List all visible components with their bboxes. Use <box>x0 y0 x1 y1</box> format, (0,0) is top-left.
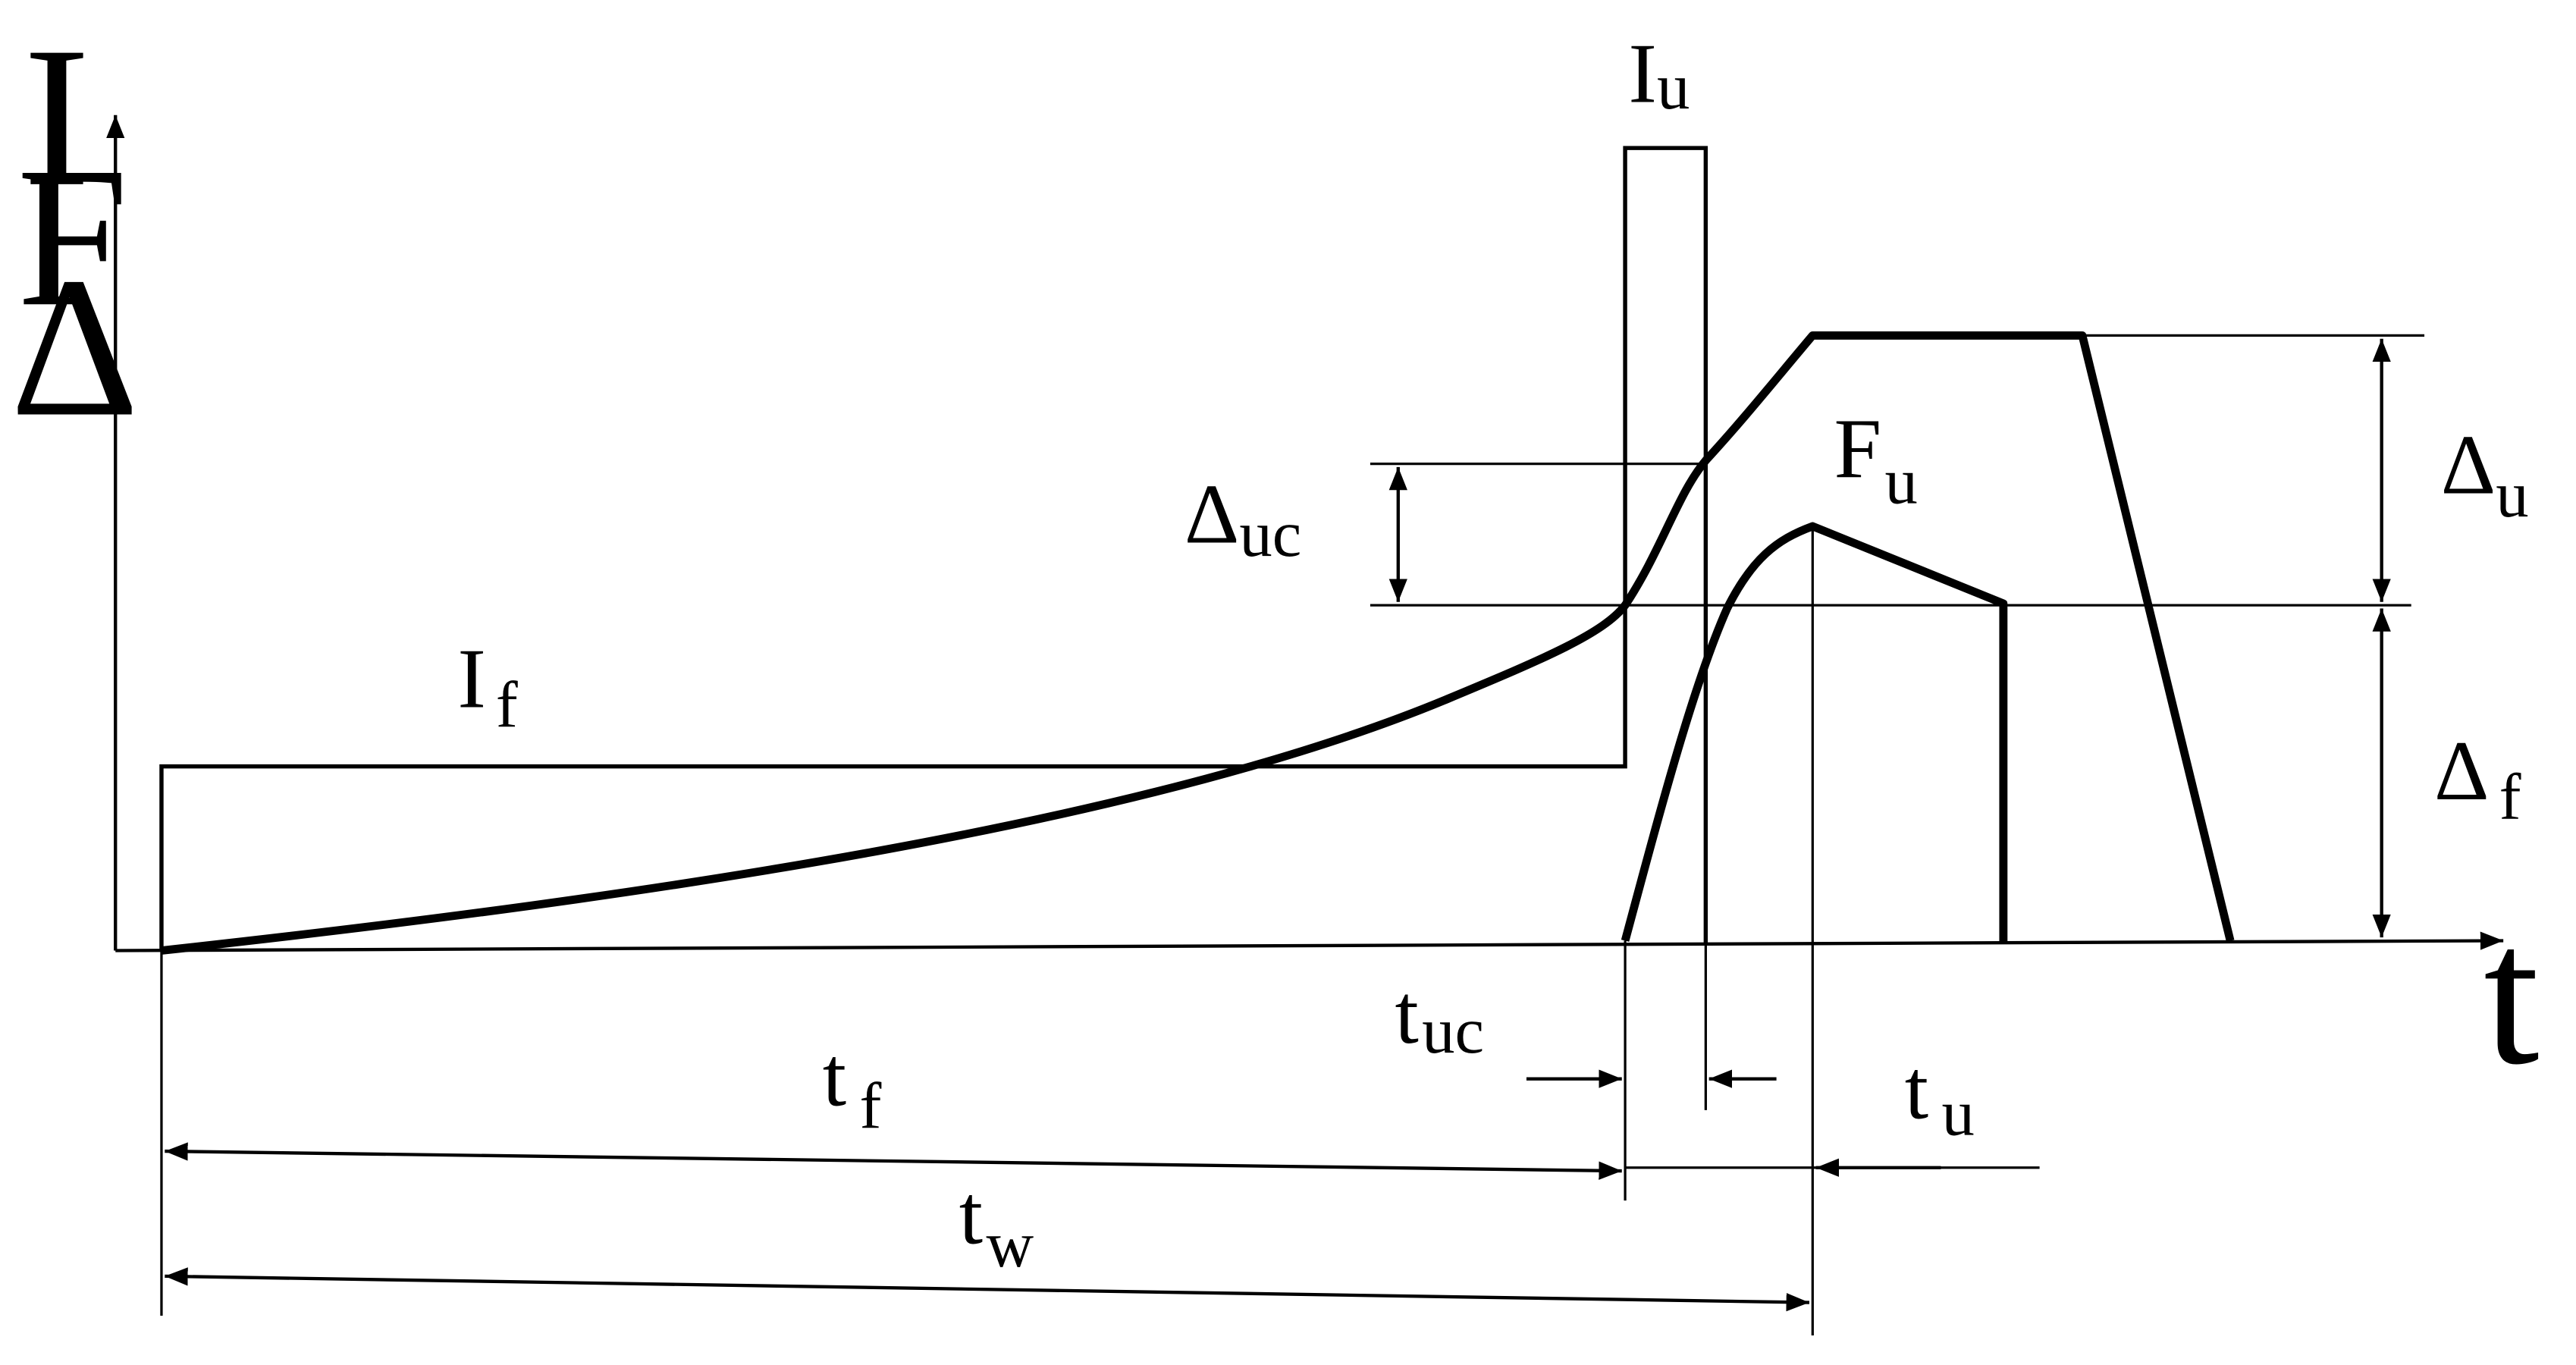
x-axis <box>115 931 2504 952</box>
y-axis-label-F: F <box>17 126 128 348</box>
dim-tw <box>165 1267 1810 1312</box>
force-curve-Fu <box>1621 522 2008 943</box>
label-delta-u: Δu <box>2441 419 2529 531</box>
current-If-pulse <box>159 146 1708 951</box>
x-axis-label-t: t <box>2483 884 2540 1106</box>
displacement-curve <box>161 331 2235 955</box>
y-axis-label-I: I <box>24 6 90 228</box>
y-axis-label-delta: Δ <box>10 237 139 459</box>
dim-tf <box>165 1142 1622 1180</box>
label-Iu: Iu <box>1628 27 1690 123</box>
label-delta-uc: Δuc <box>1184 468 1301 570</box>
